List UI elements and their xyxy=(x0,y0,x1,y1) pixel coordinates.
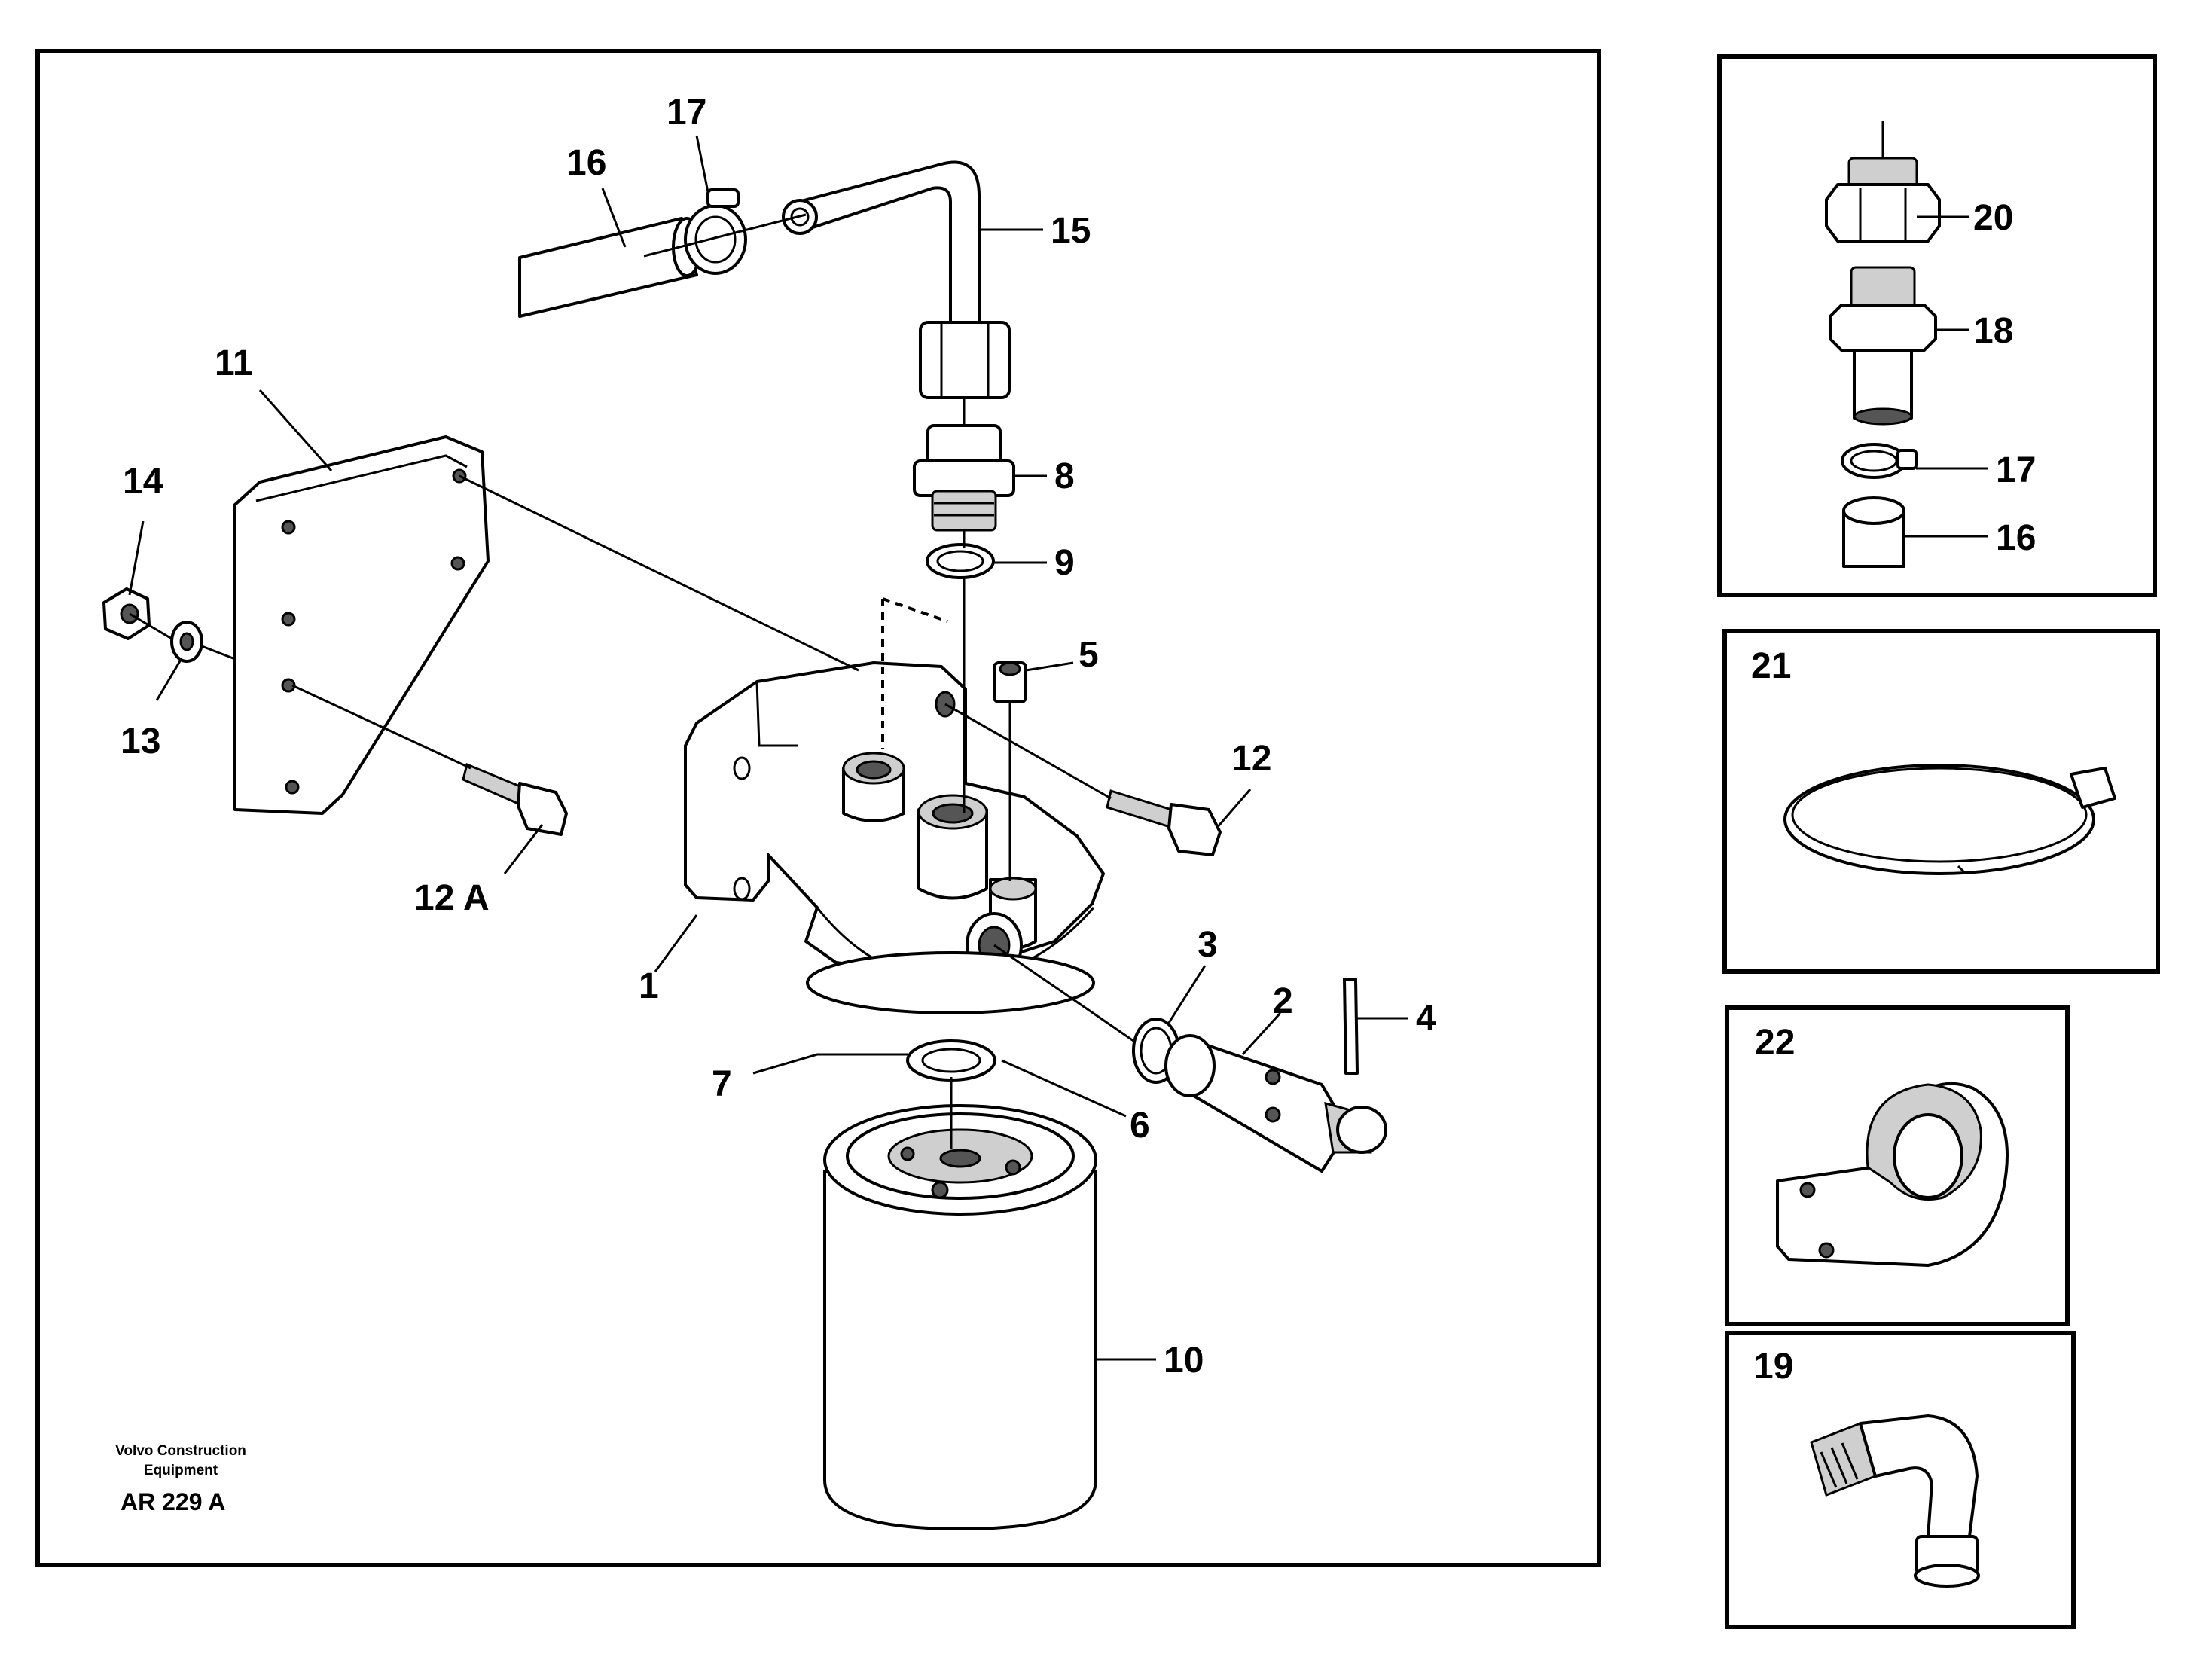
leader-lines xyxy=(128,135,1408,1361)
detail-label-22: 22 xyxy=(1755,1023,1795,1063)
fitting-18 xyxy=(1829,266,1937,426)
nut-14 xyxy=(102,587,151,640)
part-labels: 1 2 3 4 5 6 7 8 9 10 11 12 12 A 13 14 15… xyxy=(121,93,1436,1381)
label-4: 4 xyxy=(1416,999,1436,1039)
label-2: 2 xyxy=(1273,981,1293,1021)
label-3: 3 xyxy=(1198,925,1218,965)
label-12: 12 xyxy=(1231,739,1271,779)
detail-hose-clamp-frame xyxy=(1722,629,2160,974)
drawing-code: AR 229 A xyxy=(121,1488,225,1515)
label-12a: 12 A xyxy=(414,878,490,918)
label-14: 14 xyxy=(123,462,163,502)
nut-20 xyxy=(1825,157,1941,243)
detail-label-21: 21 xyxy=(1751,646,1791,686)
detail-label-18: 18 xyxy=(1973,311,2013,351)
label-5: 5 xyxy=(1079,635,1099,675)
adapter-8 xyxy=(913,424,1015,532)
brand-line-1: Volvo Construction xyxy=(115,1443,246,1459)
label-6: 6 xyxy=(1130,1106,1150,1146)
label-17: 17 xyxy=(667,93,706,133)
main-panel: 1 2 3 4 5 6 7 8 9 10 11 12 12 A 13 14 15… xyxy=(35,49,1601,1567)
label-10: 10 xyxy=(1164,1341,1204,1381)
detail-label-20: 20 xyxy=(1973,198,2013,238)
detail-elbow-panel: 19 xyxy=(1725,1331,2076,1629)
brand-line-2: Equipment xyxy=(144,1463,218,1478)
label-9: 9 xyxy=(1054,543,1075,583)
detail-label-17: 17 xyxy=(1996,450,2036,490)
detail-p-clip-frame xyxy=(1725,1005,2070,1326)
detail-label-19: 19 xyxy=(1753,1347,1793,1387)
hose-16-detail xyxy=(1842,496,1905,568)
detail-label-16: 16 xyxy=(1996,518,2036,558)
p-clip-22 xyxy=(1776,1082,2009,1267)
main-panel-frame xyxy=(35,49,1601,1567)
label-8: 8 xyxy=(1054,456,1075,496)
washer-9 xyxy=(926,543,995,579)
bracket-plate-11 xyxy=(233,435,490,815)
detail-hose-clamp-panel: 21 xyxy=(1722,629,2160,974)
label-16: 16 xyxy=(566,143,606,183)
screw-5 xyxy=(993,661,1027,703)
valve-2 xyxy=(1164,1034,1387,1173)
label-13: 13 xyxy=(121,722,160,761)
pin-4 xyxy=(1343,978,1359,1075)
bolt-12 xyxy=(1106,789,1222,856)
bolt-12a xyxy=(462,762,568,836)
washer-13 xyxy=(170,621,203,663)
detail-elbow-frame xyxy=(1725,1331,2076,1629)
gasket-7 xyxy=(906,1039,996,1082)
detail-p-clip-panel: 22 xyxy=(1725,1005,2070,1326)
clamp-17-detail xyxy=(1841,443,1918,479)
filter-head-1 xyxy=(684,661,1105,1014)
detail-fitting-panel: 20 18 17 16 xyxy=(1717,54,2157,597)
assembly-guide-dashed xyxy=(882,597,948,623)
label-7: 7 xyxy=(712,1064,732,1104)
label-1: 1 xyxy=(639,966,659,1006)
hose-16 xyxy=(518,217,702,318)
hose-clamp-17 xyxy=(684,188,747,275)
label-11: 11 xyxy=(215,343,253,383)
label-15: 15 xyxy=(1051,211,1091,251)
pipe-15 xyxy=(782,160,1011,399)
detail-fitting-frame xyxy=(1717,54,2157,597)
filter-cartridge-10 xyxy=(823,1104,1097,1530)
elbow-fitting-19 xyxy=(1810,1414,1980,1588)
hose-clamp-21 xyxy=(1783,764,2116,875)
